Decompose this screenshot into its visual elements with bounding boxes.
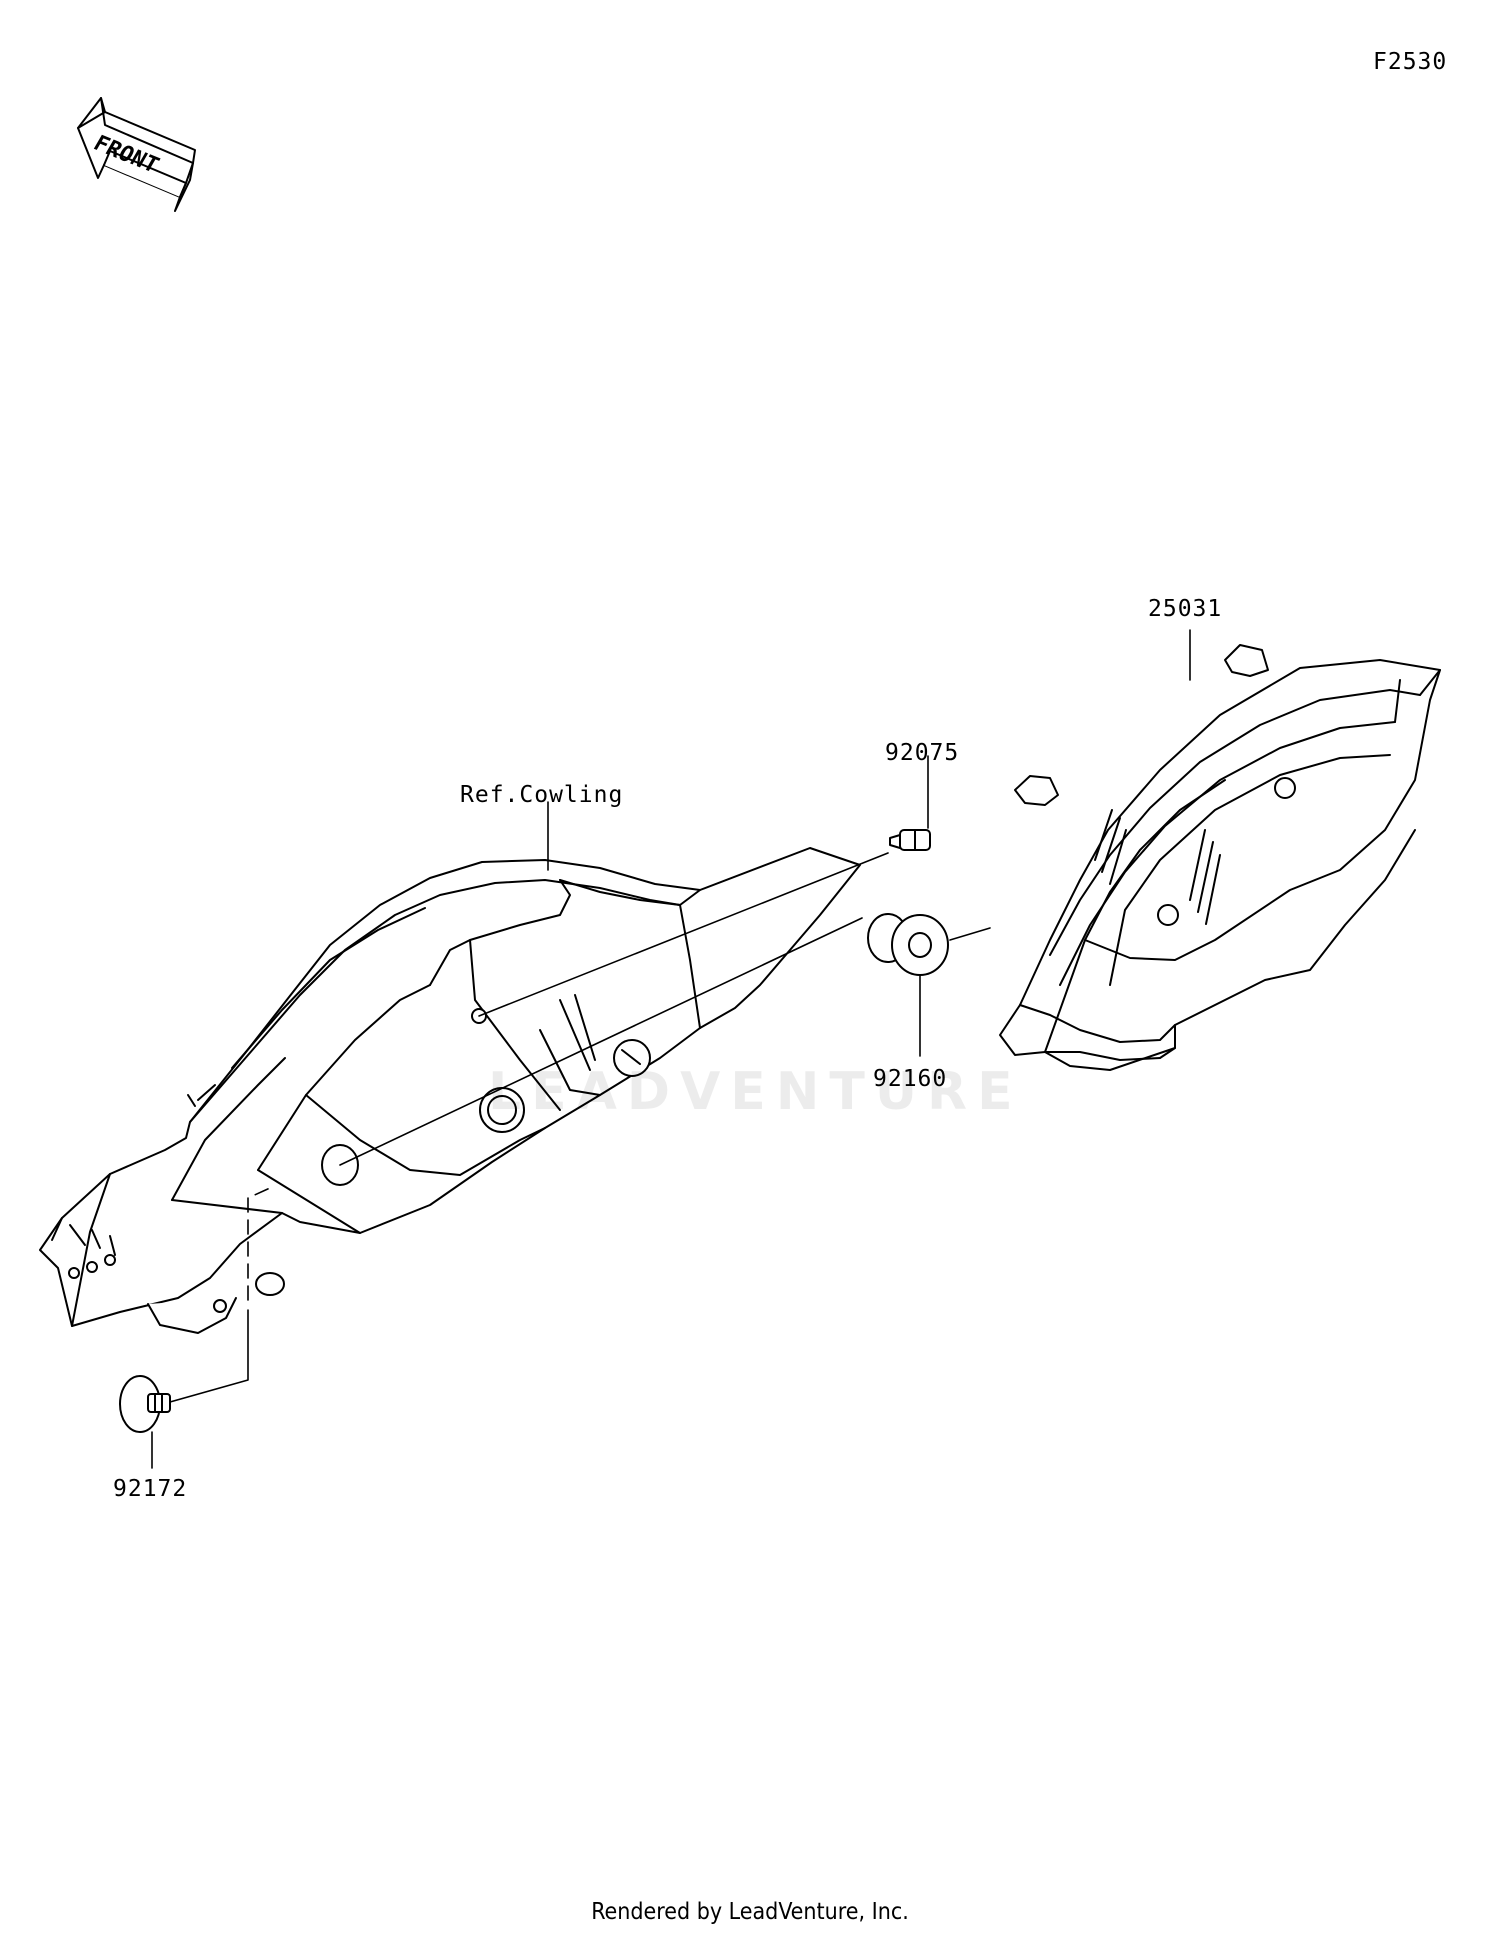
part-number-92172[interactable]: 92172 bbox=[113, 1476, 188, 1502]
watermark-text: LEADVENTURE bbox=[488, 1062, 1023, 1122]
leader-lines bbox=[151, 629, 1191, 1469]
front-arrow-icon: FRONT bbox=[77, 97, 196, 212]
bolt-92172 bbox=[119, 1375, 171, 1433]
footer-credit: Rendered by LeadVenture, Inc. bbox=[591, 1899, 909, 1925]
figure-id: F2530 bbox=[1373, 49, 1448, 75]
part-number-92075[interactable]: 92075 bbox=[885, 740, 960, 766]
cowling-frame bbox=[39, 847, 861, 1334]
reference-cowling-label: Ref.Cowling bbox=[460, 782, 624, 808]
grommet-92160 bbox=[867, 913, 949, 976]
part-number-25031[interactable]: 25031 bbox=[1148, 596, 1223, 622]
screw-92075 bbox=[889, 829, 931, 851]
part-number-92160[interactable]: 92160 bbox=[873, 1066, 948, 1092]
meter-assembly-25031 bbox=[999, 644, 1441, 1071]
